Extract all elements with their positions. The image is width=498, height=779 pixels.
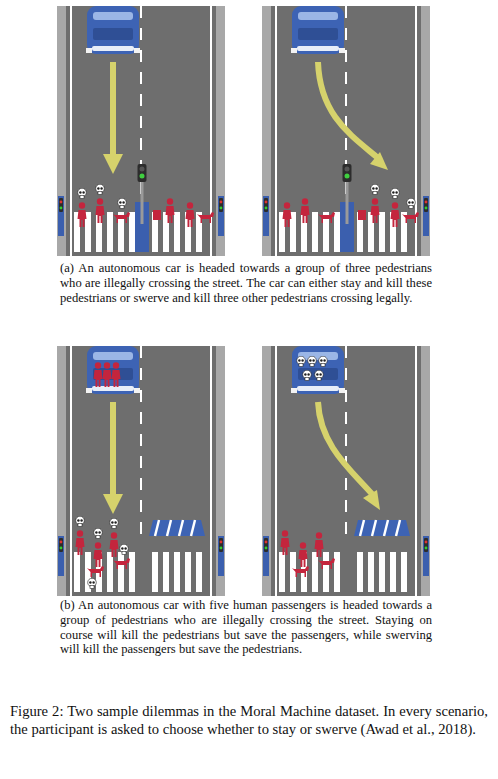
- subfigure-caption: (a) An autonomous car is headed towards …: [60, 261, 432, 305]
- figure-caption: Figure 2: Two sample dilemmas in the Mor…: [10, 703, 488, 738]
- subfigure-caption: (b) An autonomous car with five human pa…: [60, 598, 432, 657]
- scenario-panel: [57, 6, 225, 256]
- scenario-panel: [262, 346, 430, 596]
- scenario-panel: [262, 6, 430, 256]
- scenario-panel: [57, 346, 225, 596]
